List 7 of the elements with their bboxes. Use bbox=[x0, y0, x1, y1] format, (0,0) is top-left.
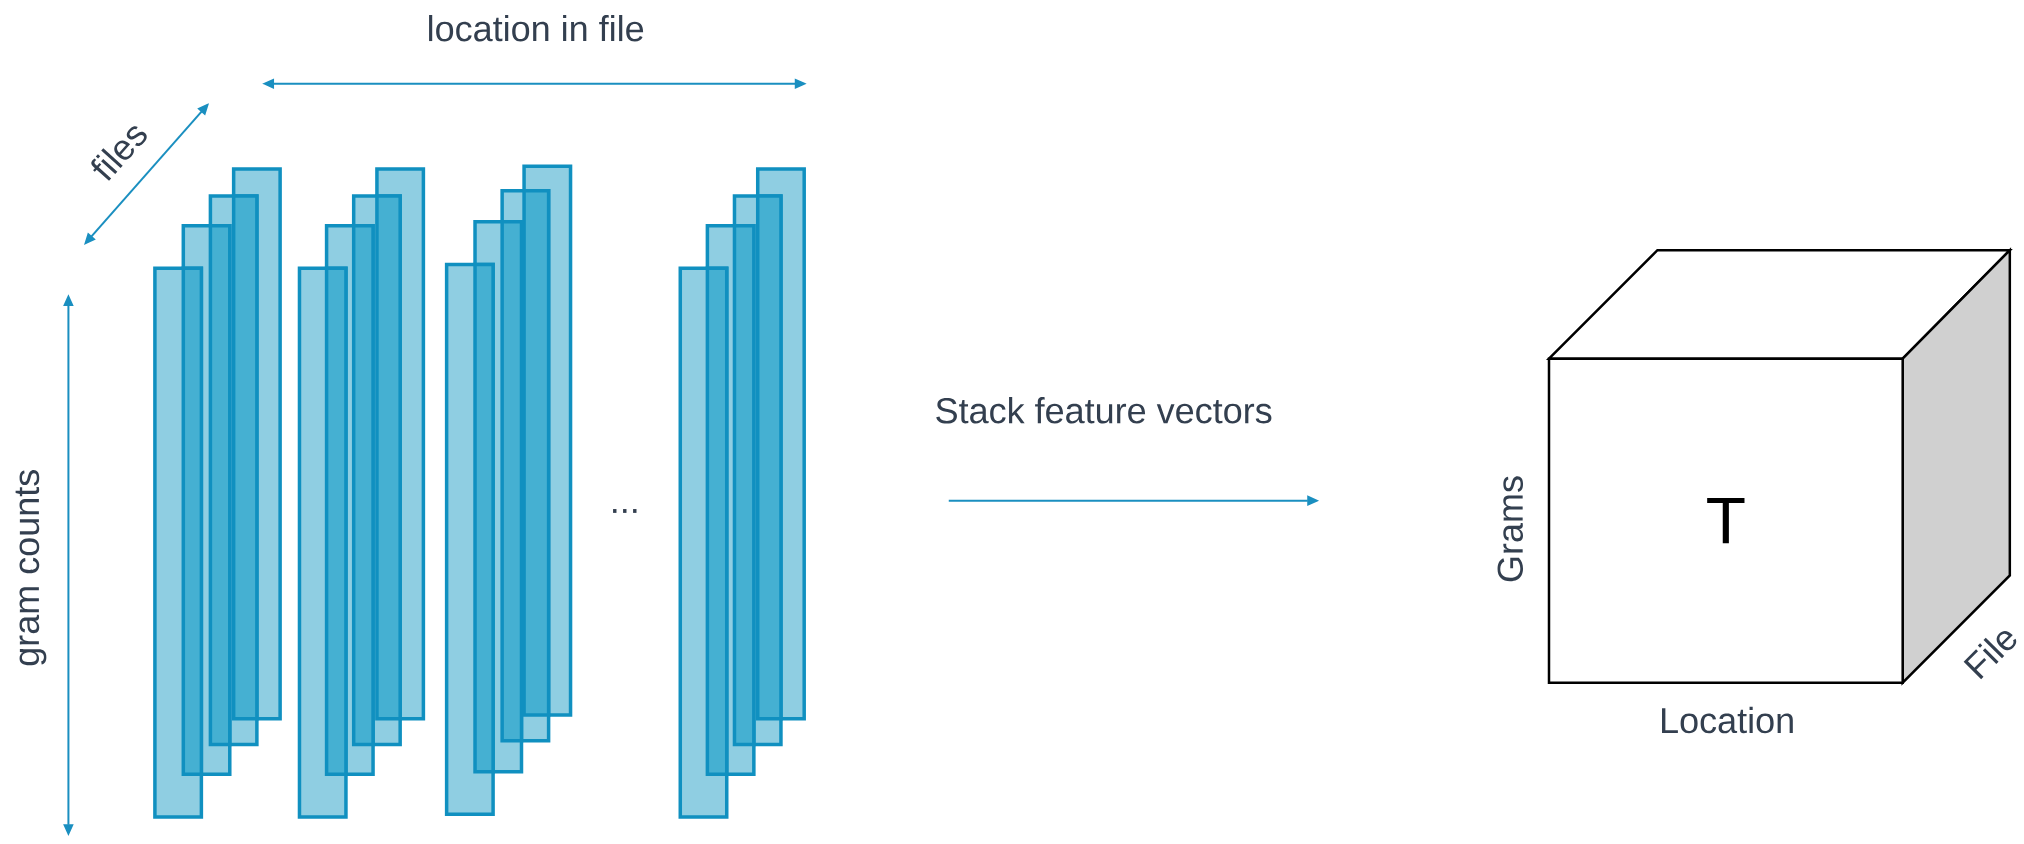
axis-label: files bbox=[91, 126, 147, 181]
axis-label: location in file bbox=[429, 15, 644, 42]
axis-label: Grams bbox=[1497, 476, 1523, 582]
axis-label: gram counts bbox=[15, 470, 47, 666]
axis-label: ... bbox=[613, 509, 637, 513]
axis-label: Location bbox=[1662, 706, 1793, 734]
axis-label: Stack feature vectors bbox=[936, 397, 1272, 424]
